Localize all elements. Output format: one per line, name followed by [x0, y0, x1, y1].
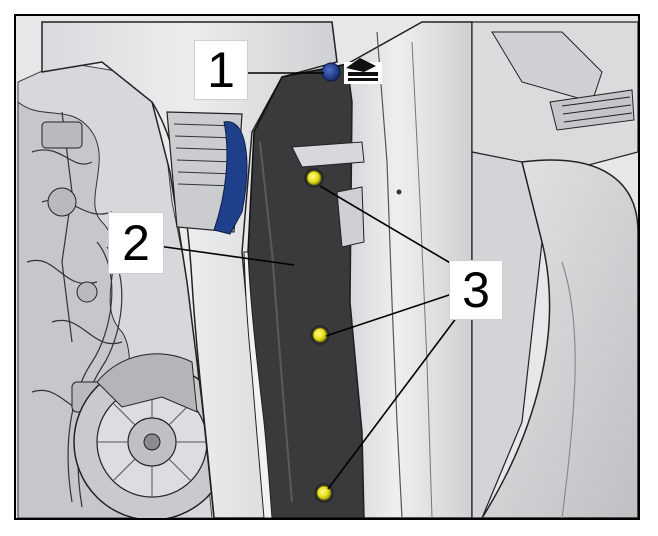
callout-1: 1: [194, 40, 248, 100]
engine-bay: [17, 61, 231, 518]
callout-2: 2: [108, 212, 164, 274]
a-pillar-panel: [243, 63, 365, 518]
bolt-middle: [310, 325, 330, 345]
technical-illustration: [16, 16, 638, 518]
clip-release-icon: [344, 58, 382, 84]
vehicle-interior: [471, 21, 638, 518]
door-pillar: [291, 21, 473, 518]
callout-3: 3: [449, 260, 503, 320]
bolt-upper: [304, 168, 324, 188]
callout-3-label: 3: [462, 262, 490, 318]
illustration-frame: 1 2 3: [14, 14, 640, 520]
leader-lines: [157, 72, 458, 490]
brake-disc: [73, 353, 231, 518]
callout-2-label: 2: [122, 215, 150, 271]
plug-marker: [321, 62, 341, 82]
callout-1-label: 1: [207, 42, 235, 98]
fender: [41, 21, 338, 518]
